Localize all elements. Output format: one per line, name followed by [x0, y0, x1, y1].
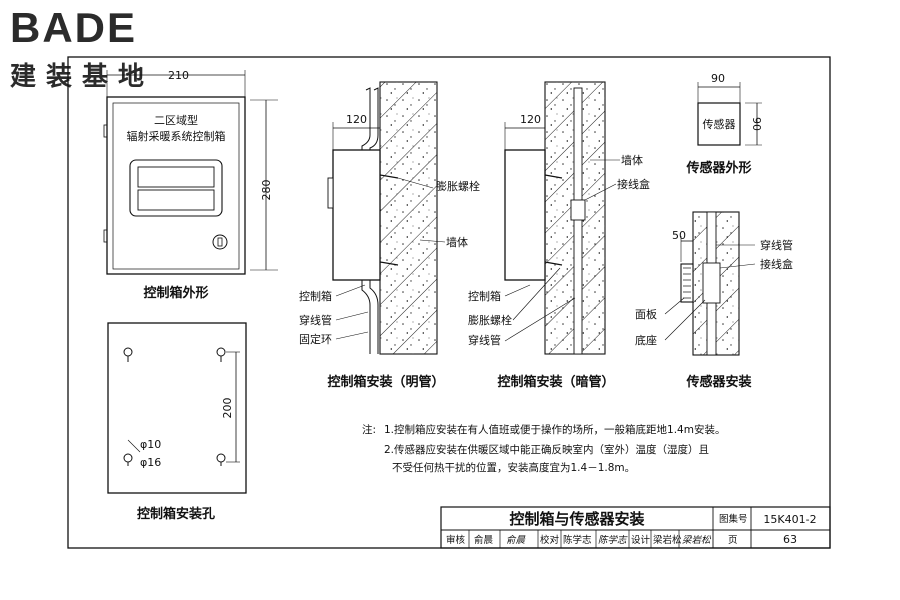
- concealed-junction-label: 接线盒: [617, 177, 650, 191]
- review-label: 审核: [446, 534, 466, 546]
- sensor-box: [697, 102, 741, 146]
- surface-bolt-label: 膨胀螺栓: [436, 179, 480, 193]
- sensor-height-dim: 90: [750, 117, 763, 131]
- concealed-install-view: 120 墙体 接线盒 控制箱 膨胀螺栓 穿线管 控制箱安装（暗管）: [468, 81, 650, 390]
- sensor-conduit-label: 穿线管: [760, 238, 793, 252]
- notes-block: 注: 1.控制箱应安装在有人值班或便于操作的场所，一般箱底距地1.4m安装。 2…: [362, 423, 725, 474]
- surface-caption: 控制箱安装（明管）: [327, 374, 444, 390]
- concealed-box-label: 控制箱: [468, 289, 501, 303]
- lock-icon: [212, 234, 228, 250]
- concealed-dim: 120: [520, 113, 541, 126]
- sensor-junction-label: 接线盒: [760, 257, 793, 271]
- display-window: [129, 159, 223, 217]
- concealed-control-box: [504, 149, 546, 281]
- holes-side-dim: 200: [221, 398, 234, 419]
- box-width-dim: 210: [168, 69, 189, 82]
- box-front-caption: 控制箱外形: [143, 285, 208, 301]
- proofreader-name: 陈学志: [563, 534, 592, 546]
- mounting-plate: [107, 322, 247, 494]
- sensor-panel: [680, 263, 694, 303]
- box-panel-line1: 二区域型: [154, 113, 198, 127]
- proof-label: 校对: [540, 534, 560, 546]
- mounting-holes-view: 150 200 φ10 φ16 控制箱安装孔: [107, 322, 247, 522]
- sensor-install-view: 50 穿线管 接线盒 面板 底座 传感器安装: [635, 211, 793, 390]
- surface-install-view: 120 膨胀螺栓 墙体 控制箱 穿线管 固定环 控制箱安装（明管）: [299, 81, 480, 390]
- holes-caption: 控制箱安装孔: [137, 506, 215, 522]
- concealed-conduit: [573, 87, 583, 355]
- sheet-title: 控制箱与传感器安装: [509, 510, 645, 528]
- box-panel-line2: 辐射采暖系统控制箱: [127, 129, 226, 143]
- logo-subtext: 建装基地: [10, 62, 155, 92]
- notes-prefix: 注:: [362, 423, 376, 436]
- sensor-install-dim: 50: [672, 229, 686, 242]
- sensor-install-caption: 传感器安装: [685, 374, 751, 390]
- surface-dim: 120: [346, 113, 367, 126]
- page-number: 63: [783, 533, 797, 546]
- surface-conduit-label: 穿线管: [299, 313, 332, 327]
- surface-ring-label: 固定环: [299, 332, 332, 346]
- box-front-view: 210 280 二区域型 辐射采暖系统控制箱 控制箱外形: [103, 69, 278, 301]
- atlas-label: 图集号: [719, 513, 748, 525]
- design-label: 设计: [631, 534, 651, 546]
- sensor-panel-label: 面板: [635, 307, 657, 321]
- concealed-wall-label: 墙体: [621, 153, 643, 167]
- notes-line1: 1.控制箱应安装在有人值班或便于操作的场所，一般箱底距地1.4m安装。: [384, 423, 725, 436]
- page-label: 页: [728, 535, 738, 546]
- hole-small-label: φ10: [140, 438, 161, 451]
- designer-signature: 梁岩松: [682, 535, 712, 546]
- surface-wall-label: 墙体: [446, 235, 468, 249]
- logo-text: BADE: [10, 4, 138, 51]
- designer-name: 梁岩松: [653, 534, 682, 546]
- notes-line3: 不受任何热干扰的位置，安装高度宜为1.4－1.8m。: [392, 461, 635, 474]
- surface-control-box: [332, 149, 381, 281]
- box-height-dim: 280: [260, 180, 273, 201]
- sensor-box-label: 传感器: [703, 118, 736, 131]
- atlas-number: 15K401-2: [763, 513, 816, 526]
- surface-box-label: 控制箱: [299, 289, 332, 303]
- logo: BADE 建装基地: [6, 4, 176, 92]
- sensor-width-dim: 90: [711, 72, 725, 85]
- concealed-caption: 控制箱安装（暗管）: [497, 374, 614, 390]
- concealed-conduit-label: 穿线管: [468, 333, 501, 347]
- proofreader-signature: 陈学志: [598, 534, 628, 546]
- sensor-outline-caption: 传感器外形: [685, 160, 751, 176]
- concealed-bolt-label: 膨胀螺栓: [468, 313, 512, 327]
- reviewer-name: 俞晨: [474, 534, 494, 546]
- reviewer-signature: 俞晨: [506, 534, 526, 546]
- sensor-outline-view: 90 传感器 90 传感器外形: [685, 72, 763, 176]
- sensor-junction-box: [702, 262, 721, 304]
- hole-large-label: φ16: [140, 456, 161, 469]
- notes-line2: 2.传感器应安装在供暖区域中能正确反映室内（室外）温度（湿度）且: [384, 443, 709, 456]
- title-block: [440, 506, 831, 549]
- sensor-base-label: 底座: [635, 333, 657, 347]
